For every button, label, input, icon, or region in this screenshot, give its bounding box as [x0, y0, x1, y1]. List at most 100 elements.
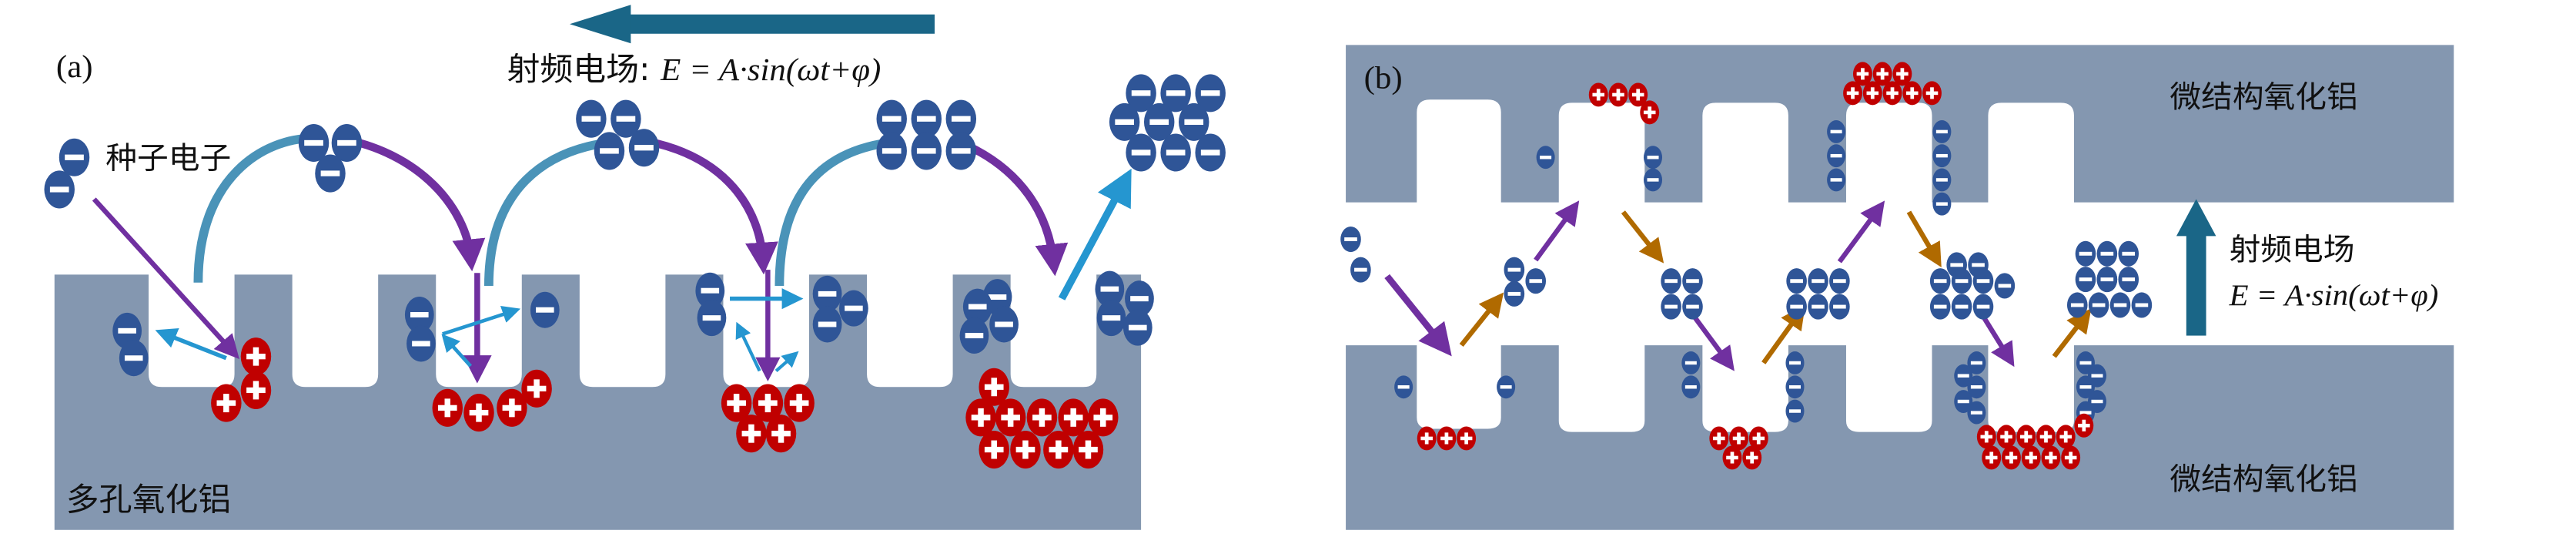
- positive-ion-icon: [1709, 426, 1729, 451]
- electron-icon: [315, 154, 346, 193]
- positive-ion-icon: [1457, 426, 1477, 451]
- electron-icon: [1681, 375, 1701, 399]
- electron-icon: [1096, 300, 1126, 337]
- electron-icon: [1929, 268, 1951, 294]
- field-label-b: 射频电场: [2230, 233, 2355, 267]
- electron-icon: [812, 306, 842, 343]
- positive-ion-icon: [2041, 445, 2061, 470]
- electron-icon: [1932, 144, 1952, 168]
- electron-icon: [1340, 226, 1361, 253]
- electron-icon: [989, 306, 1019, 343]
- electron-icon: [1661, 268, 1681, 294]
- positive-ion-icon: [995, 398, 1026, 437]
- electron-icon: [2096, 240, 2118, 267]
- electron-icon: [1829, 268, 1850, 294]
- positive-ion-icon: [1862, 81, 1882, 106]
- electron-icon: [1122, 309, 1153, 346]
- electron-icon: [876, 132, 907, 170]
- electron-icon: [2118, 267, 2139, 293]
- electron-icon: [911, 99, 942, 138]
- electron-icon: [1126, 133, 1156, 172]
- electron-icon: [594, 132, 625, 170]
- hop-3-electrons: [1786, 268, 1850, 320]
- electron-icon: [1827, 119, 1846, 143]
- positive-ion-icon: [1843, 81, 1862, 106]
- field-arrow-up: [2176, 199, 2216, 336]
- electron-icon: [1179, 102, 1209, 141]
- electron-icon: [1785, 399, 1805, 423]
- electron-icon: [2088, 292, 2109, 318]
- electron-icon: [1536, 146, 1555, 170]
- electron-icon: [1954, 364, 1973, 388]
- electron-icon: [962, 288, 992, 325]
- field-label-a: 射频电场: E = A·sin(ωt+φ): [507, 51, 881, 88]
- field-label-text: 射频电场:: [507, 51, 661, 88]
- top-pore-2-ions: [1588, 82, 1660, 125]
- positive-ion-icon: [1628, 82, 1648, 107]
- electron-icon: [1504, 257, 1525, 283]
- pore-1-ions: [211, 337, 272, 422]
- positive-ion-icon: [2002, 445, 2021, 470]
- hop-2-electrons: [1661, 268, 1703, 320]
- electron-icon: [1954, 390, 1973, 413]
- seed-electron-label: 种子电子: [105, 141, 231, 176]
- top-wall-electrons: [1536, 119, 1952, 216]
- positive-ion-icon: [1088, 398, 1119, 437]
- electron-icon: [1195, 133, 1226, 172]
- positive-ion-icon: [1748, 426, 1768, 451]
- hop-1-electrons: [1504, 257, 1547, 307]
- bottom-pore-5-ions: [1976, 413, 2094, 470]
- wall-electrons-pore-1: [112, 312, 149, 377]
- secondary-arrow: [735, 321, 761, 372]
- hop-5-electrons: [2066, 240, 2153, 318]
- electron-icon: [1929, 294, 1951, 320]
- electron-icon: [812, 275, 842, 312]
- electron-icon: [1827, 168, 1846, 192]
- seed-electrons: [1340, 226, 1371, 283]
- secondary-arrow: [442, 306, 521, 336]
- electron-icon: [1972, 294, 1994, 320]
- positive-ion-icon: [240, 371, 272, 409]
- electron-icon: [1126, 74, 1156, 112]
- electron-icon: [1785, 351, 1805, 374]
- bottom-microstructure-substrate: [1346, 345, 2454, 530]
- electron-icon: [1932, 168, 1952, 192]
- particles-panel-a: [44, 74, 1226, 469]
- secondary-arrow: [155, 328, 227, 361]
- electron-icon: [406, 325, 436, 362]
- electron-icon: [1967, 375, 1986, 399]
- wall-electrons-pore-5: [695, 272, 868, 343]
- electron-icon: [1125, 280, 1154, 317]
- positive-ion-icon: [1588, 82, 1608, 107]
- positive-ion-icon: [1043, 430, 1074, 469]
- electron-icon: [1109, 102, 1140, 141]
- positive-ion-icon: [736, 415, 767, 453]
- electron-icon: [697, 300, 727, 337]
- hop-3-electrons: [876, 99, 977, 170]
- positive-ion-icon: [1996, 425, 2016, 449]
- electron-icon: [576, 99, 607, 138]
- up-arrow: [1534, 200, 1580, 262]
- top-pore-4-ions: [1843, 62, 1942, 106]
- panel-b: (b) 微结构氧化铝 微结构氧化铝 射频电场 E = A·sin(ωt+φ): [1340, 45, 2454, 530]
- electron-icon: [2076, 375, 2095, 399]
- bottom-pore-3-ions: [1709, 426, 1768, 470]
- electron-icon: [1661, 294, 1681, 320]
- positive-ion-icon: [1882, 81, 1902, 106]
- electron-icon: [1786, 294, 1807, 320]
- positive-ion-icon: [752, 384, 784, 422]
- positive-ion-icon: [1976, 425, 1996, 449]
- electron-icon: [945, 99, 977, 138]
- positive-ion-icon: [432, 388, 463, 427]
- electron-icon: [298, 123, 330, 163]
- up-arrow: [1837, 200, 1885, 264]
- electron-icon: [1967, 351, 1986, 374]
- electron-icon: [44, 170, 75, 209]
- up-arrow-secondary: [1459, 292, 1504, 347]
- electron-icon: [404, 297, 434, 333]
- positive-ion-icon: [2056, 425, 2076, 449]
- electron-icon: [119, 340, 149, 377]
- electron-icon: [112, 312, 142, 349]
- electron-icon: [876, 99, 907, 138]
- electron-icon: [1951, 268, 1972, 294]
